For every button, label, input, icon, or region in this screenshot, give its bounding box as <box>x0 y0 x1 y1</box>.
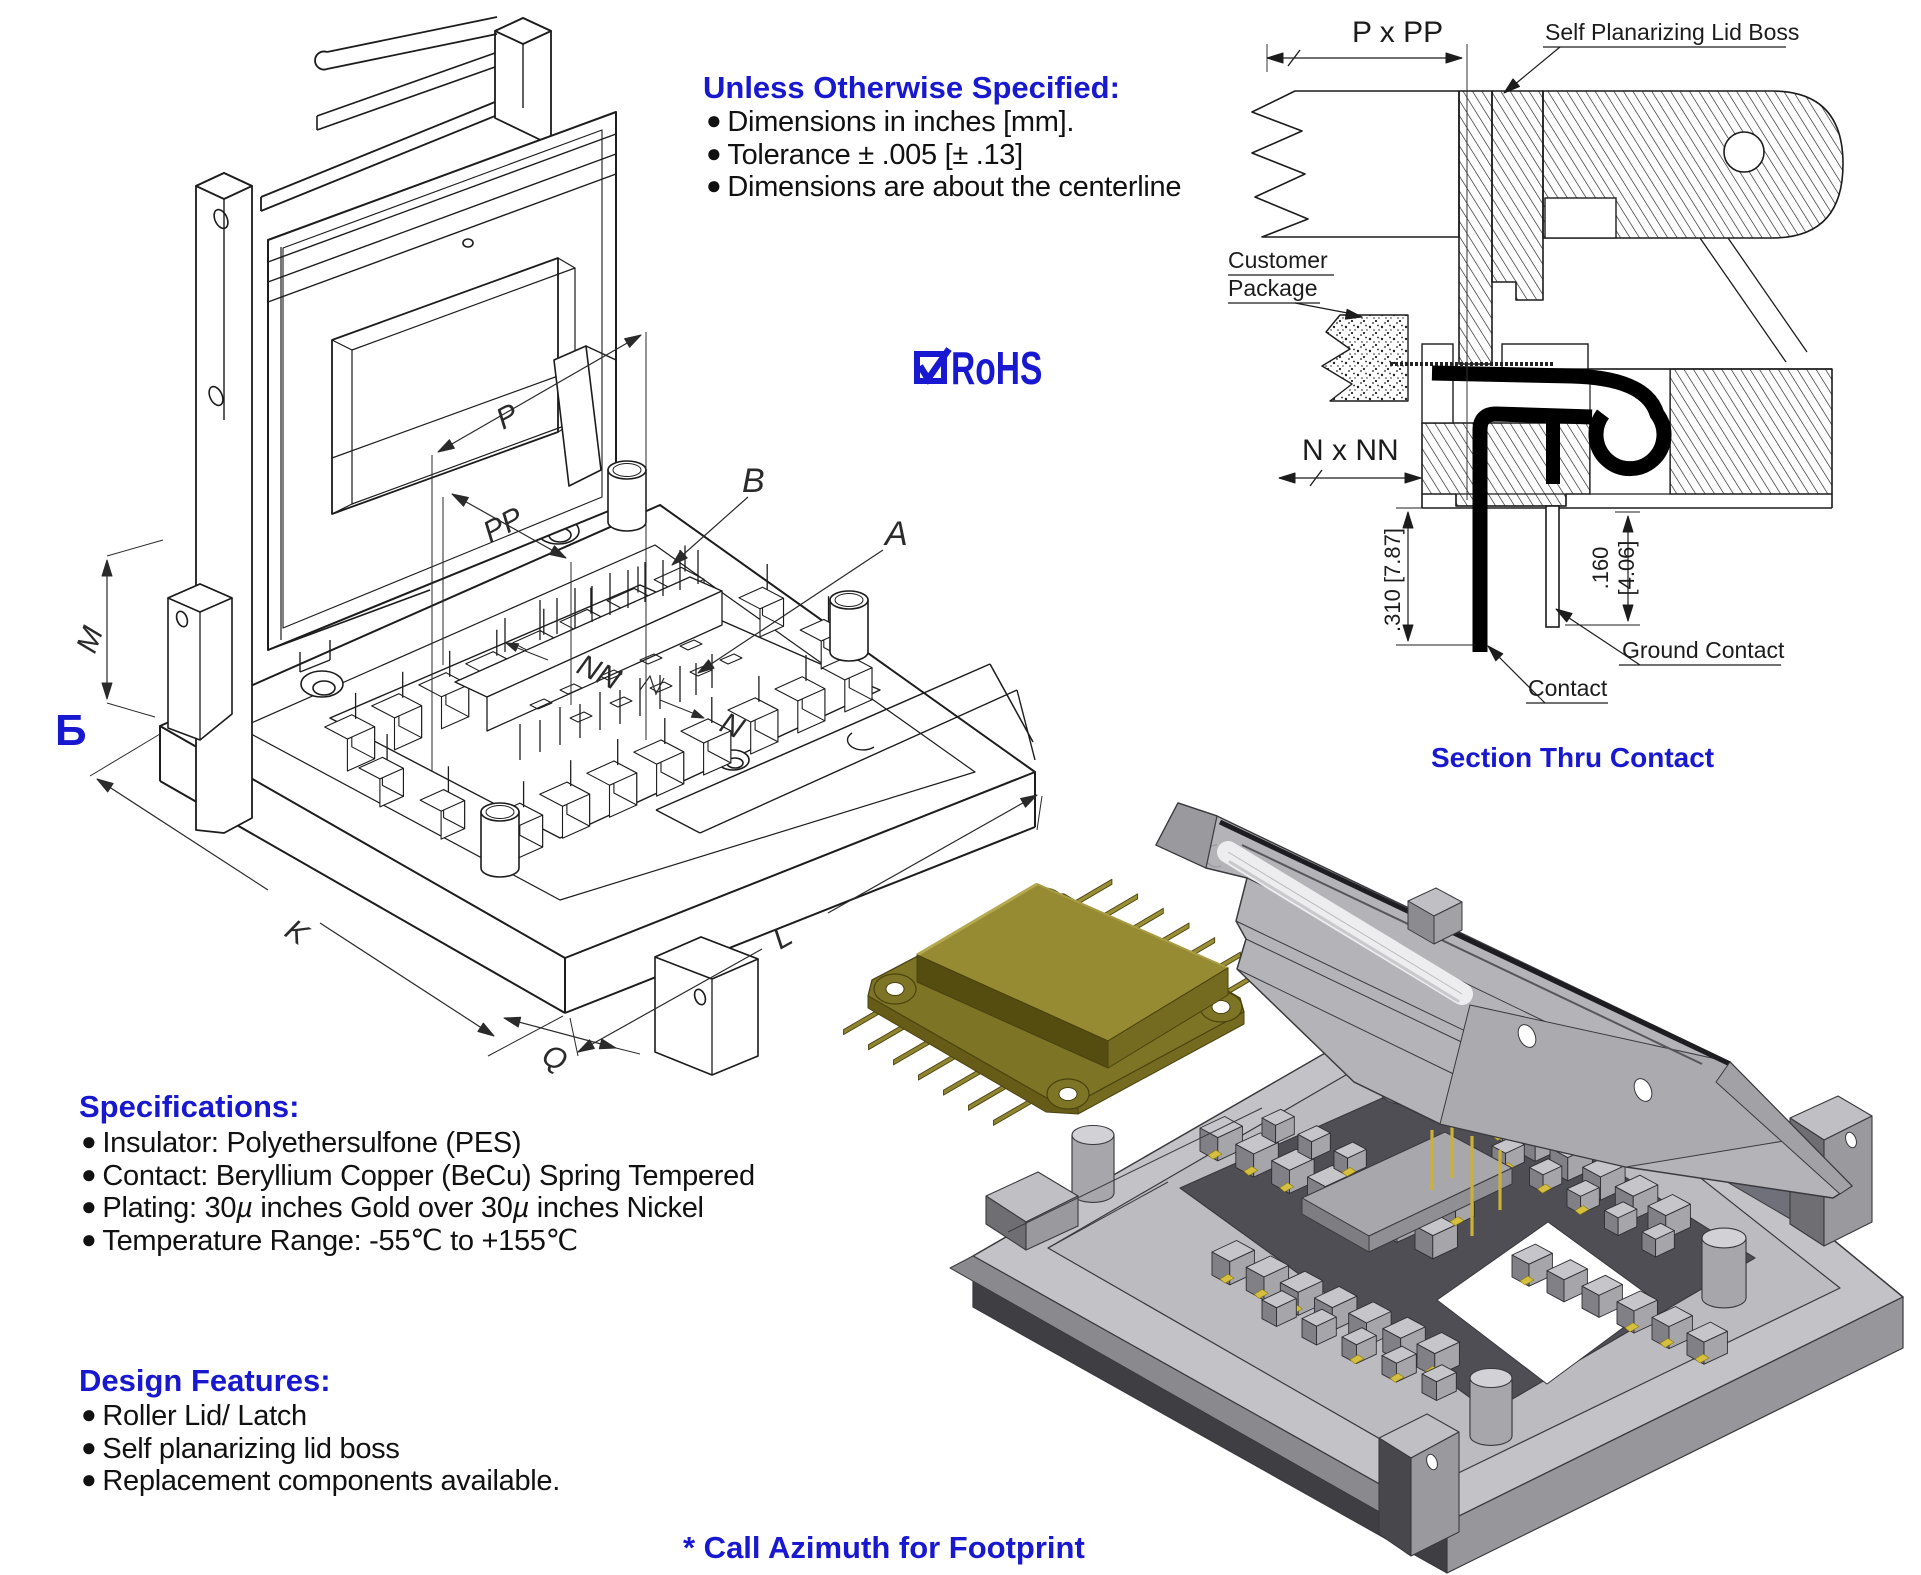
svg-text:Self Planarizing Lid Boss: Self Planarizing Lid Boss <box>1545 19 1799 45</box>
svg-text:Ground Contact: Ground Contact <box>1622 637 1785 663</box>
svg-text:K: K <box>279 913 315 953</box>
svg-text:Customer: Customer <box>1228 247 1328 273</box>
svg-text:Q: Q <box>537 1038 572 1078</box>
svg-text:.160: .160 <box>1588 547 1613 590</box>
svg-text:P x PP: P x PP <box>1352 16 1443 49</box>
svg-text:[4.06]: [4.06] <box>1614 540 1639 595</box>
svg-text:N x NN: N x NN <box>1302 434 1399 467</box>
svg-text:Contact: Contact <box>1528 675 1608 701</box>
svg-text:M: M <box>70 622 110 657</box>
svg-text:A: A <box>883 515 908 553</box>
svg-text:L: L <box>767 919 798 956</box>
svg-text:.310 [7.87]: .310 [7.87] <box>1380 528 1405 632</box>
svg-text:B: B <box>742 462 765 500</box>
svg-text:Package: Package <box>1228 275 1318 301</box>
